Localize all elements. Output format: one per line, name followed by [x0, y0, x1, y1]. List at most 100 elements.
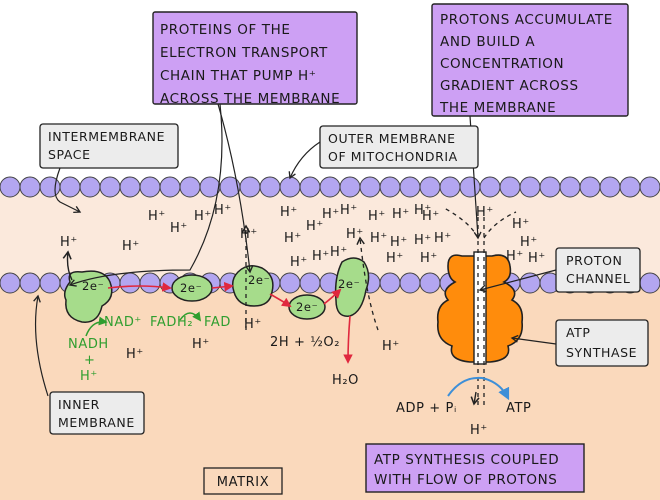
atp-formation-arrow — [447, 376, 510, 401]
proton-ims: H⁺ — [506, 249, 524, 264]
proton-ims: H⁺ — [512, 217, 530, 232]
proton-matrix: H⁺ — [244, 317, 262, 332]
outer-membrane-bead — [439, 176, 461, 198]
water-label: H₂O — [332, 373, 359, 388]
inner-membrane-bead — [379, 272, 401, 294]
proton-ims: H⁺ — [60, 235, 78, 250]
inner-membrane-bead — [279, 272, 301, 294]
outer-membrane-label: OUTER MEMBRANE — [328, 131, 456, 146]
outer-membrane-bead — [39, 176, 61, 198]
outer-membrane-bead — [559, 176, 581, 198]
outer-membrane-bead — [239, 176, 261, 198]
fad-label: FAD — [204, 315, 231, 330]
pump-callout-text: PROTEINS OF THE — [160, 22, 290, 38]
outer-membrane-bead — [539, 176, 561, 198]
outer-membrane-bead — [0, 176, 21, 198]
outer-membrane-bead — [399, 176, 421, 198]
proton-ims: H⁺ — [170, 221, 188, 236]
intermembrane-space-region — [0, 186, 660, 286]
proton-ims: H⁺ — [414, 233, 432, 248]
inner-membrane-label-box — [49, 391, 145, 435]
intermembrane-label: INTERMEMBRANE — [48, 129, 165, 144]
accumulate-callout — [431, 3, 629, 117]
water-reactants-label: 2H + ½O₂ — [270, 335, 340, 350]
green-proton: H⁺ — [80, 369, 98, 384]
inner-membrane-label: MEMBRANE — [58, 415, 135, 430]
proton-ims: H⁺ — [476, 205, 494, 220]
inner-membrane-bead — [119, 272, 141, 294]
proton-ims: H⁺ — [390, 235, 408, 250]
nad-plus-label: NAD⁺ — [104, 315, 142, 330]
outer-membrane-bead — [319, 176, 341, 198]
proton-matrix: H⁺ — [126, 347, 144, 362]
electron-label: 2e⁻ — [296, 300, 318, 314]
nadh-oxidation-curve — [85, 311, 202, 337]
proton-ims: H⁺ — [194, 209, 212, 224]
proton-matrix: H⁺ — [382, 339, 400, 354]
outer-membrane-bead — [499, 176, 521, 198]
inner-membrane-label: INNER — [58, 397, 100, 412]
proton-ims: H⁺ — [346, 227, 364, 242]
pump-callout-text: ELECTRON TRANSPORT — [160, 45, 328, 61]
outer-membrane-bead — [19, 176, 41, 198]
inner-membrane-bead — [519, 272, 541, 294]
proton-ims: H⁺ — [528, 251, 546, 266]
outer-membrane-bead — [339, 176, 361, 198]
proton-ims: H⁺ — [280, 205, 298, 220]
electron-flow — [107, 281, 353, 364]
proton-ims: H⁺ — [306, 219, 324, 234]
adp-pi-label: ADP + Pᵢ — [396, 401, 457, 416]
proton-ims: H⁺ — [422, 209, 440, 224]
accumulate-callout-text: GRADIENT ACROSS — [440, 78, 579, 94]
outer-membrane-bead — [619, 176, 641, 198]
electron-label: 2e⁻ — [82, 279, 104, 293]
inner-membrane-bead — [419, 272, 441, 294]
inner-membrane-bead — [0, 272, 21, 294]
proton-arrows — [62, 250, 480, 406]
proton-ims: H⁺ — [122, 239, 140, 254]
outer-membrane-bead — [159, 176, 181, 198]
accumulate-callout-text: CONCENTRATION — [440, 56, 564, 72]
proton-ims: H⁺ — [368, 209, 386, 224]
inner-membrane-bead — [399, 272, 421, 294]
accumulate-callout-text: PROTONS ACCUMULATE — [440, 12, 613, 28]
pump-callout-text: ACROSS THE MEMBRANE — [160, 91, 340, 107]
accumulate-callout-text: THE MEMBRANE — [439, 100, 556, 116]
inner-membrane-bead — [139, 272, 161, 294]
outer-membrane-bead — [579, 176, 601, 198]
outer-membrane-bead — [299, 176, 321, 198]
proton-matrix: H⁺ — [192, 337, 210, 352]
proton-ims: H⁺ — [148, 209, 166, 224]
fadh2-label: FADH₂ — [150, 315, 193, 330]
proton-ims: H⁺ — [370, 231, 388, 246]
plus-label: + — [84, 353, 96, 368]
inner-membrane-bead — [19, 272, 41, 294]
atp-label: ATP — [506, 401, 531, 416]
atp-synthase-label-box — [555, 319, 649, 367]
outer-membrane-bead — [359, 176, 381, 198]
outer-membrane-bead — [379, 176, 401, 198]
nadh-label: NADH — [68, 337, 109, 352]
intermembrane-label: SPACE — [48, 147, 91, 162]
matrix-label: MATRIX — [217, 475, 269, 490]
electron-label: 2e⁻ — [338, 277, 360, 291]
inner-membrane-bead — [39, 272, 61, 294]
proton-ims: H⁺ — [214, 203, 232, 218]
proton-ims: H⁺ — [290, 255, 308, 270]
outer-membrane-bead — [459, 176, 481, 198]
proton-ims: H⁺ — [240, 227, 258, 242]
proton-ims: H⁺ — [386, 251, 404, 266]
matrix-label-box — [203, 467, 283, 495]
outer-membrane-bead — [419, 176, 441, 198]
outer-membrane-bead — [599, 176, 621, 198]
outer-membrane-bead — [519, 176, 541, 198]
atp-synthase-label: ATP — [566, 325, 591, 340]
electron-label: 2e⁻ — [248, 273, 270, 287]
outer-membrane-label-box — [319, 125, 479, 169]
inner-membrane-bead — [299, 272, 321, 294]
proton-ims: H⁺ — [392, 207, 410, 222]
outer-membrane-label: OF MITOCHONDRIA — [328, 149, 458, 164]
proton-channel-label: CHANNEL — [566, 271, 630, 286]
outer-membrane-bead — [79, 176, 101, 198]
